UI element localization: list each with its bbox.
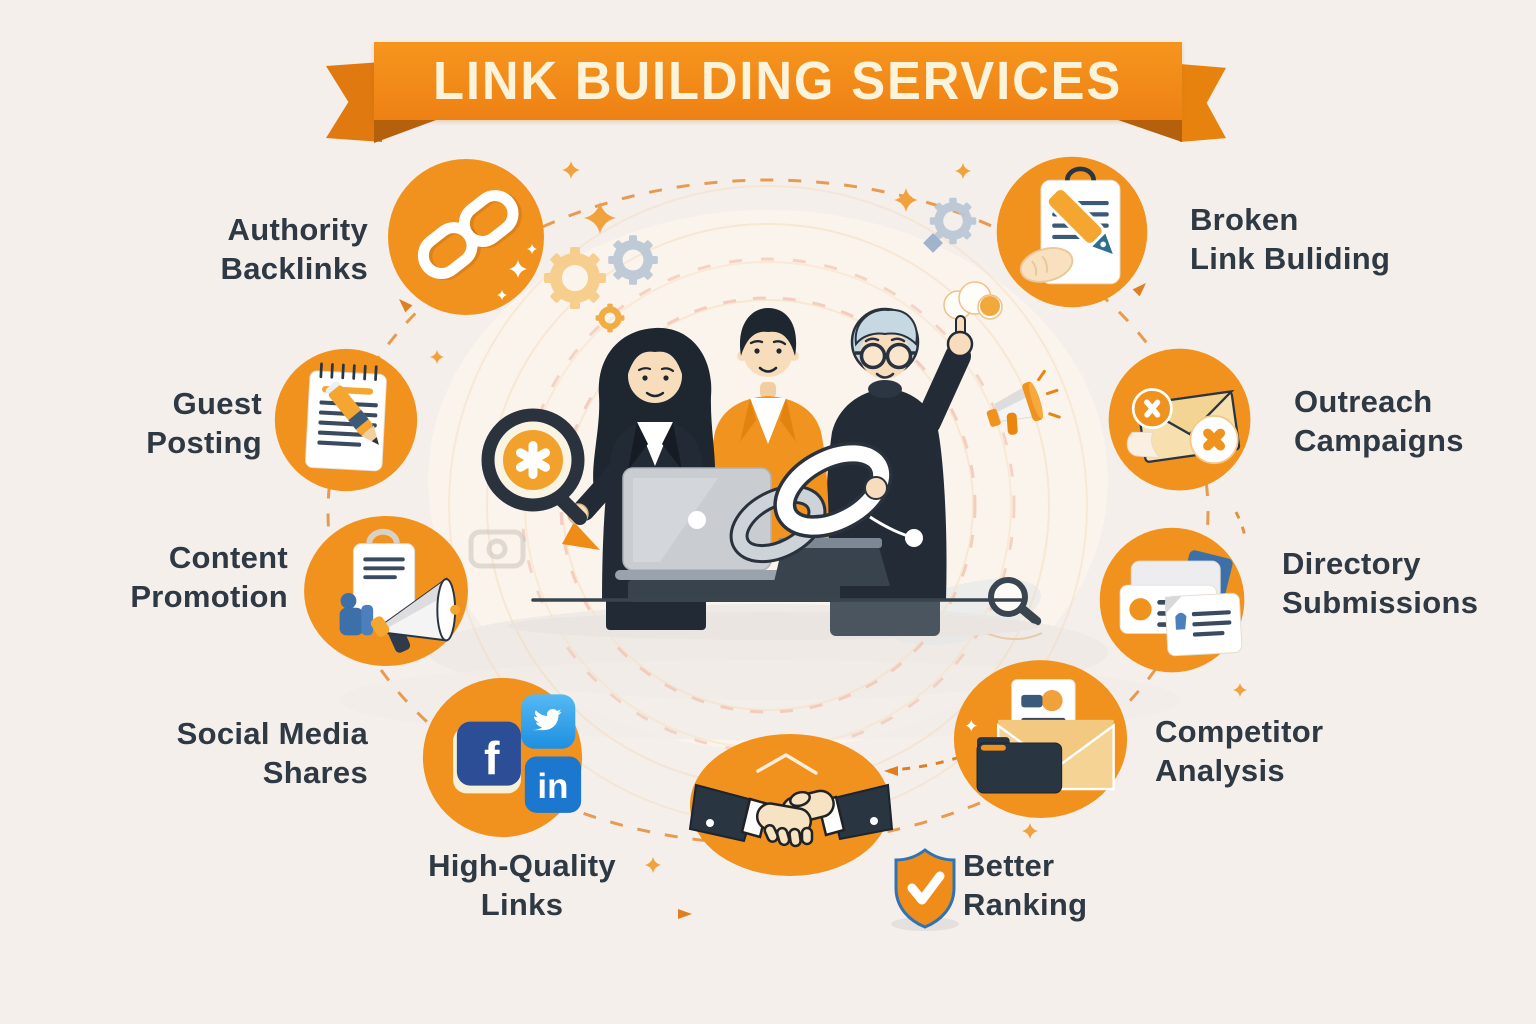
sparkle-icon [430,161,1247,873]
twitter-icon [520,694,576,749]
chain-link-icon [388,159,544,315]
shield-check-icon [891,848,959,931]
chain-link-3d [729,441,923,586]
handshake-icon [688,734,893,876]
label-directory-submissions: Directory Submissions [1282,546,1479,620]
label-content-promotion: Content Promotion [130,540,288,614]
directory-cards-icon [1099,527,1245,673]
folder-envelope-icon [953,660,1128,818]
envelope-x-icon [1108,348,1251,491]
svg-text:in: in [537,767,568,806]
team-illustration [481,307,1038,640]
camera-icon [468,529,526,569]
label-guest-posting: Guest Posting [146,386,262,460]
label-broken-link-building: Broken Link Buliding [1190,202,1391,276]
megaphone-icon [304,515,468,667]
label-better-ranking: Better Ranking [963,848,1088,922]
small-megaphone-icon [986,369,1061,435]
page-title: LINK BUILDING SERVICES [433,51,1123,111]
clipboard-pencil-icon [996,156,1148,308]
glasses-icon [855,342,917,370]
svg-text:f: f [484,732,500,784]
label-outreach-campaigns: Outreach Campaigns [1294,384,1464,458]
badge-icon [1131,388,1173,430]
gear-icon [544,197,977,333]
linkedin-icon: in [524,756,582,813]
notepad-pencil-icon [274,348,418,492]
facebook-icon: f [456,721,521,786]
x-badge-icon [1189,415,1239,465]
label-competitor-analysis: Competitor Analysis [1155,714,1324,788]
magnifier-broken-link-icon [481,408,587,525]
label-authority-backlinks: Authority Backlinks [220,212,368,286]
title-banner: LINK BUILDING SERVICES [374,42,1182,120]
speech-bubble-icon [943,281,1003,320]
social-networks-icon: f in [422,677,583,838]
label-high-quality-links: High-Quality Links [428,848,616,922]
label-social-media-shares: Social Media Shares [176,716,368,790]
